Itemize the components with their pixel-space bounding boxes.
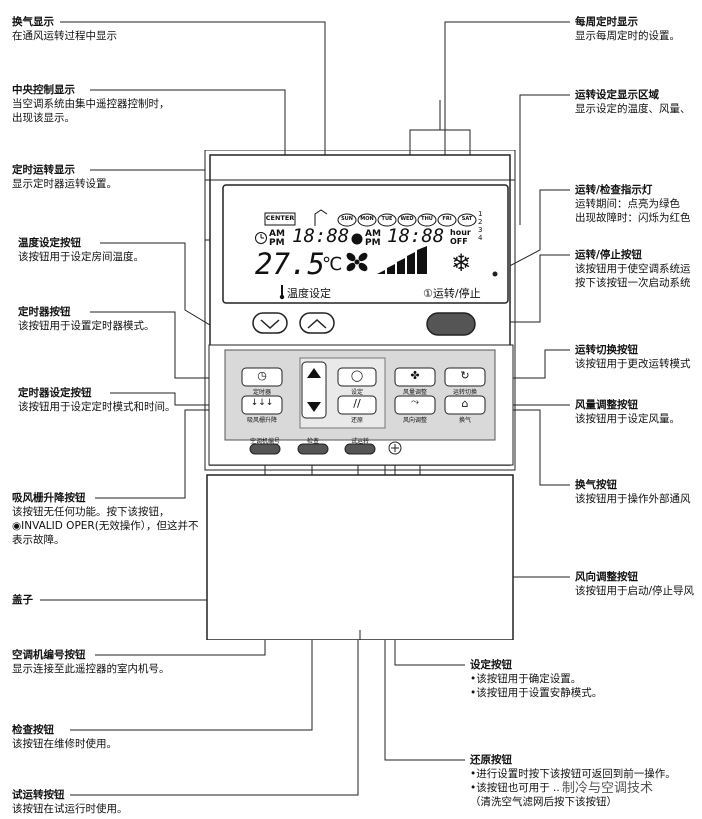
reset-icon: // [353, 397, 361, 410]
grille-icon: ↓↓↓ [250, 398, 274, 408]
callout-vent-display: 换气显示在通风运转过程中显示 [12, 16, 117, 42]
remote-controller [204, 150, 516, 640]
set-icon: ◯ [350, 369, 364, 382]
lcd-day-number: 4 [478, 234, 483, 242]
lcd-snow-icon: ❄ [451, 249, 472, 277]
callout-timer-set-button: 定时器设定按钮该按钮用于设定定时模式和时间。 [18, 387, 176, 413]
vent-icon: ⌂ [461, 397, 469, 410]
vent-button[interactable]: 换气 [458, 417, 471, 424]
lcd-day-sun: SUN [341, 216, 353, 222]
callout-cover: 盖子 [12, 594, 33, 606]
callout-mode-button: 运转切换按钮该按钮用于更改运转模式 [575, 344, 691, 370]
lcd-day-mon: MON [360, 216, 374, 222]
lcd-pm-2: PM [365, 238, 381, 248]
callout-run-stop-button: 运转/停止按钮该按钮用于使空调系统运按下该按钮一次启动系统 [575, 249, 691, 289]
callout-unit-button: 空调机编号按钮显示连接至此遥控器的室内机号。 [12, 649, 170, 675]
louver-icon: ⤳ [411, 397, 419, 408]
watermark: 制冷与空调技术 [560, 781, 656, 796]
lcd-day-thu: THU [421, 216, 433, 222]
callout-timer-button: 定时器按钮该按钮用于设置定时器模式。 [18, 306, 155, 332]
lcd-am-2: AM [365, 229, 381, 239]
fan-button[interactable]: 风量调整 [402, 389, 427, 396]
callout-set-button: 设定按钮•该按钮用于确定设置。•该按钮用于设置安静模式。 [470, 659, 603, 699]
lcd-day-number: 3 [478, 226, 483, 234]
callout-grille-button: 吸风栅升降按钮该按钮无任何功能。按下该按钮，◉INVALID OPER(无效操作… [12, 492, 199, 546]
temp-set-label: 温度设定 [287, 287, 331, 300]
set-button[interactable]: 设定 [350, 389, 363, 396]
callout-reset-button: 还原按钮•进行设置时按下该按钮可返回到前一操作。•该按钮也可用于 ...（清洗空… [470, 754, 676, 808]
fan-icon: ✤ [410, 369, 420, 382]
lcd-day-number: 1 [478, 210, 483, 218]
callout-weekly-timer: 每周定时显示显示每周定时的设置。 [575, 16, 680, 42]
lcd-day-number: 2 [478, 218, 483, 226]
unit-number-button[interactable]: 空调机编号 [249, 438, 280, 445]
callout-temp-button: 温度设定按钮该按钮用于设定房间温度。 [18, 237, 144, 263]
callout-check-button: 检查按钮该按钮在维修时使用。 [12, 724, 117, 750]
timer-button[interactable]: 定时器 [252, 389, 271, 396]
run-stop-label: ①运转/停止 [423, 287, 481, 300]
mode-button[interactable]: 运转切换 [452, 389, 477, 396]
lcd-temperature: 27.5 [255, 247, 325, 281]
grille-button[interactable]: 吸风栅升降 [246, 417, 277, 424]
check-button[interactable]: 检查 [306, 438, 319, 445]
callout-louver-button: 风向调整按钮该按钮用于启动/停止导风 [575, 571, 695, 597]
test-run-button[interactable]: 试运转 [350, 438, 369, 445]
callout-run-setting-area: 运转设定显示区域显示设定的温度、风量、 [575, 89, 691, 115]
lcd-off: OFF [450, 237, 468, 246]
lcd-celsius: ℃ [322, 254, 343, 275]
reset-button[interactable]: 还原 [350, 417, 363, 424]
callout-vent-button: 换气按钮该按钮用于操作外部通风 [575, 479, 691, 505]
lcd-day-tue: TUE [381, 216, 393, 222]
button-labels: 定时器 ◷ 吸风栅升降 ↓↓↓ 设定 ◯ 还原 // 风量调整 ✤ 运转切换 ↻… [195, 150, 525, 470]
lcd-center-label: CENTER [265, 214, 295, 222]
louver-button[interactable]: 风向调整 [402, 417, 427, 424]
lcd-hour: hour [450, 228, 471, 237]
lcd-day-sat: SAT [461, 216, 473, 222]
mode-icon: ↻ [460, 369, 470, 382]
callout-test-button: 试运转按钮该按钮在试运行时使用。 [12, 789, 128, 815]
timer-icon: ◷ [257, 369, 267, 382]
callout-central-control: 中央控制显示当空调系统由集中遥控器控制时，出现该显示。 [12, 84, 170, 124]
callout-run-indicator: 运转/检查指示灯运转期间：点亮为绿色出现故障时：闪烁为红色 [575, 184, 691, 224]
lcd-day-wed: WED [400, 216, 414, 222]
callout-timer-display: 定时运转显示显示定时器运转设置。 [12, 164, 117, 190]
lcd-day-fri: FRI [442, 216, 452, 222]
lcd-pm-1: PM [269, 238, 285, 248]
callout-fan-button: 风量调整按钮该按钮用于设定风量。 [575, 399, 680, 425]
lcd-time-1: 18:88 [292, 225, 350, 247]
lcd-am-1: AM [269, 229, 285, 239]
lcd-time-2: 18:88 [387, 225, 445, 247]
